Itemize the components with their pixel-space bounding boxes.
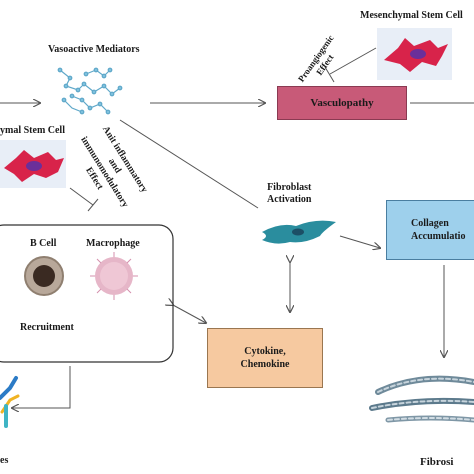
- msc-cell-icon: [377, 28, 452, 80]
- fibrosis-label: Fibrosi: [420, 456, 454, 468]
- recruitment-label: Recruitment: [20, 322, 74, 333]
- b-cell-label: B Cell: [30, 238, 57, 249]
- arrow-fibroblast-to-collagen: [339, 235, 380, 248]
- bottom-left-label: es: [0, 455, 9, 466]
- cytokine-line1: Cytokine,: [244, 346, 286, 357]
- collagen-fibers-icon: [369, 375, 474, 423]
- macrophage-label: Macrophage: [86, 238, 140, 249]
- fibroblast-activation-label: Fibroblast Activation: [267, 182, 311, 206]
- b-cell-icon: [24, 256, 64, 296]
- fibroblast-line2: Activation: [267, 194, 312, 205]
- inhibit-proangiogenic: [329, 47, 377, 75]
- line-vasoactive-to-fibroblast: [119, 119, 259, 209]
- fibroblast-cell-icon: [262, 220, 336, 244]
- inhibit-anti-inflammatory: [69, 187, 94, 206]
- vasoactive-mediators-label: Vasoactive Mediators: [48, 44, 140, 55]
- msc-left-label: ymal Stem Cell: [0, 125, 65, 136]
- vasculopathy-box: Vasculopathy: [277, 86, 407, 120]
- msc-top-label: Mesenchymal Stem Cell: [360, 10, 463, 21]
- immune-cells-panel: [0, 224, 174, 363]
- macrophage-icon: [90, 252, 138, 300]
- arrow-immune-to-antibody: [12, 366, 71, 408]
- inhibit-bar-anti-inflammatory: [87, 198, 99, 212]
- collagen-accumulation-box: Collagen Accumulatio: [386, 200, 474, 260]
- inhibit-bar-proangiogenic: [324, 66, 335, 83]
- msc-cell-icon-left: [0, 140, 66, 188]
- cytokine-chemokine-box: Cytokine, Chemokine: [207, 328, 323, 388]
- arrow-cytokine-immune: [173, 305, 206, 323]
- vasoactive-mediator-molecules-icon: [57, 67, 123, 115]
- collagen-line2: Accumulatio: [411, 231, 466, 242]
- fibroblast-line1: Fibroblast: [267, 182, 312, 193]
- cytokine-line2: Chemokine: [240, 359, 290, 370]
- collagen-line1: Collagen: [411, 218, 449, 229]
- antibody-icon: [0, 376, 20, 428]
